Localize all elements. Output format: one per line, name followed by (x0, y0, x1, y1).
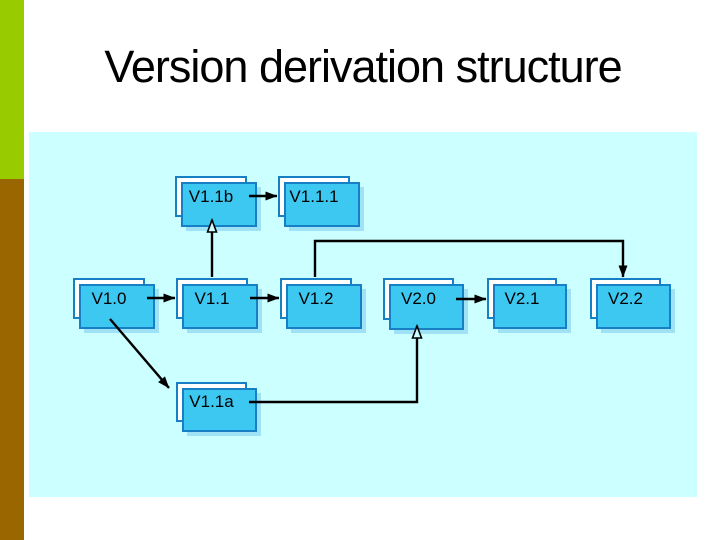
node-label: V1.0 (91, 288, 127, 308)
accent-bar-brown (0, 179, 24, 540)
slide-title: Version derivation structure (104, 41, 622, 92)
version-node-V1.1b: V1.1b (175, 176, 261, 231)
version-node-V2.0: V2.0 (383, 278, 468, 334)
node-label: V1.2 (298, 288, 334, 308)
version-node-V1.0: V1.0 (73, 278, 159, 333)
version-node-V2.2: V2.2 (590, 278, 675, 333)
node-label: V1.1 (194, 288, 230, 308)
version-node-V1.1a: V1.1a (176, 382, 261, 436)
node-label: V2.0 (401, 289, 436, 308)
version-node-V1.1.1: V1.1.1 (278, 176, 364, 231)
node-label: V1.1a (189, 392, 234, 411)
version-node-V1.1: V1.1 (176, 278, 262, 333)
node-label: V1.1.1 (289, 186, 339, 206)
accent-bar-green (0, 0, 24, 179)
version-node-V2.1: V2.1 (487, 278, 571, 333)
node-label: V2.1 (504, 288, 540, 308)
version-node-V1.2: V1.2 (280, 278, 366, 333)
node-label: V2.2 (608, 288, 643, 308)
node-label: V1.1b (188, 186, 234, 206)
